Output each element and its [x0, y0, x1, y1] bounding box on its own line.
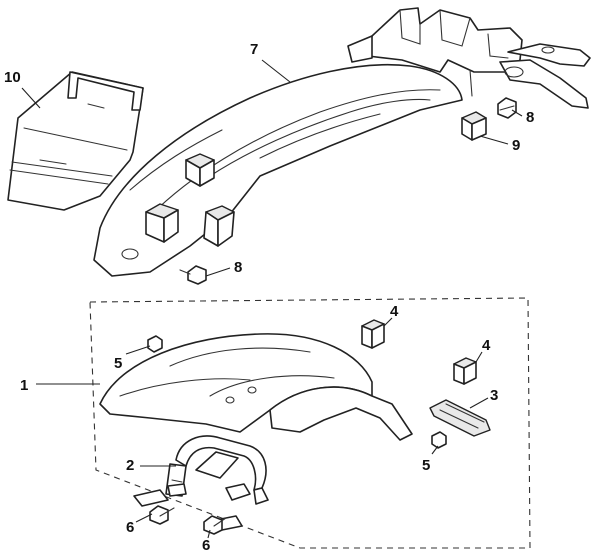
rivet-part-5-upper	[147, 335, 163, 353]
bolt-part-6-right	[203, 515, 227, 535]
callout-7: 7	[250, 41, 258, 58]
callout-4-upper: 4	[390, 303, 399, 320]
callout-6-left: 6	[126, 519, 134, 536]
clip-part-9	[461, 111, 487, 141]
callout-8-lower: 8	[234, 259, 242, 276]
callout-10: 10	[4, 69, 21, 86]
callout-5-upper: 5	[114, 355, 122, 372]
front-fender-part-1	[99, 333, 413, 441]
callout-8-upper: 8	[526, 109, 534, 126]
washer-plate-left	[133, 489, 169, 507]
screw-part-8-upper	[497, 97, 517, 119]
reflector-part-3	[429, 399, 491, 437]
bracket-part-2	[165, 435, 269, 505]
callout-4-lower: 4	[482, 337, 491, 354]
callout-9: 9	[512, 137, 520, 154]
leader-lines	[21, 59, 523, 539]
rivet-part-5-lower	[431, 431, 447, 449]
screw-part-8-lower	[179, 265, 207, 285]
pad-part-4-lower	[453, 357, 477, 385]
callout-6-right: 6	[202, 537, 210, 551]
pad-part-4-upper	[361, 319, 385, 349]
bolt-part-6-left	[149, 505, 175, 525]
callout-1: 1	[20, 377, 28, 394]
mud-flap-part-10	[7, 71, 144, 211]
callout-3: 3	[490, 387, 498, 404]
callout-5-lower: 5	[422, 457, 430, 474]
assembly-boundary	[89, 297, 531, 549]
rear-fender-part-7	[93, 7, 591, 277]
callout-2: 2	[126, 457, 134, 474]
